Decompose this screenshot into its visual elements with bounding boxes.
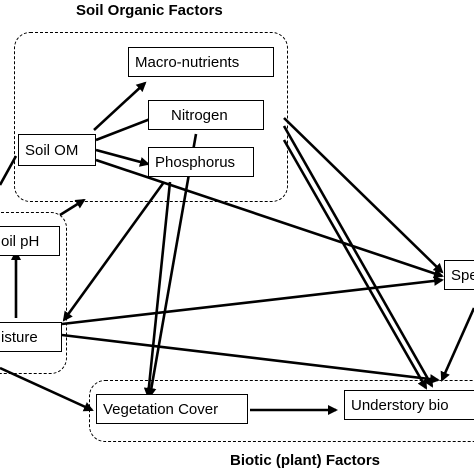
arrow-phosphorus-moisture bbox=[62, 181, 166, 322]
node-moisture: isture bbox=[0, 322, 62, 352]
node-phosphorus: Phosphorus bbox=[148, 147, 254, 177]
soil-organic-title: Soil Organic Factors bbox=[76, 2, 223, 19]
arrow-edge-soilom bbox=[0, 155, 18, 186]
arrow-soilom-macro bbox=[93, 81, 147, 131]
node-soil-ph: oil pH bbox=[0, 226, 60, 256]
arrow-macro-understory bbox=[282, 139, 428, 390]
node-nitrogen: Nitrogen bbox=[148, 100, 264, 130]
arrow-ph-soilorganic bbox=[59, 198, 86, 217]
biotic-title: Biotic (plant) Factors bbox=[230, 452, 381, 469]
arrow-phosphorus-vegetation bbox=[143, 181, 172, 398]
arrow-soilom-phosphorus bbox=[95, 148, 150, 167]
node-vegetation-cover: Vegetation Cover bbox=[96, 394, 248, 424]
arrow-moisture-species bbox=[61, 275, 444, 326]
node-macro-nutrients: Macro-nutrients bbox=[128, 47, 274, 77]
soil-env-group bbox=[0, 212, 67, 374]
arrow-nitrogen-understory bbox=[282, 125, 434, 388]
node-soil-om: Soil OM bbox=[18, 134, 96, 166]
node-understory-bio: Understory bio bbox=[344, 390, 474, 420]
arrow-soilom-nitrogen bbox=[95, 114, 160, 142]
arrow-edge-vegetation bbox=[0, 366, 94, 412]
arrow-nitrogen-species bbox=[283, 117, 444, 274]
arrow-nitrogen-vegetation bbox=[146, 133, 198, 398]
arrow-soilom-species bbox=[95, 158, 444, 279]
node-species: Spe bbox=[444, 260, 474, 290]
arrow-species-moisture-right bbox=[440, 307, 474, 382]
arrow-moisture-understory bbox=[61, 333, 440, 385]
